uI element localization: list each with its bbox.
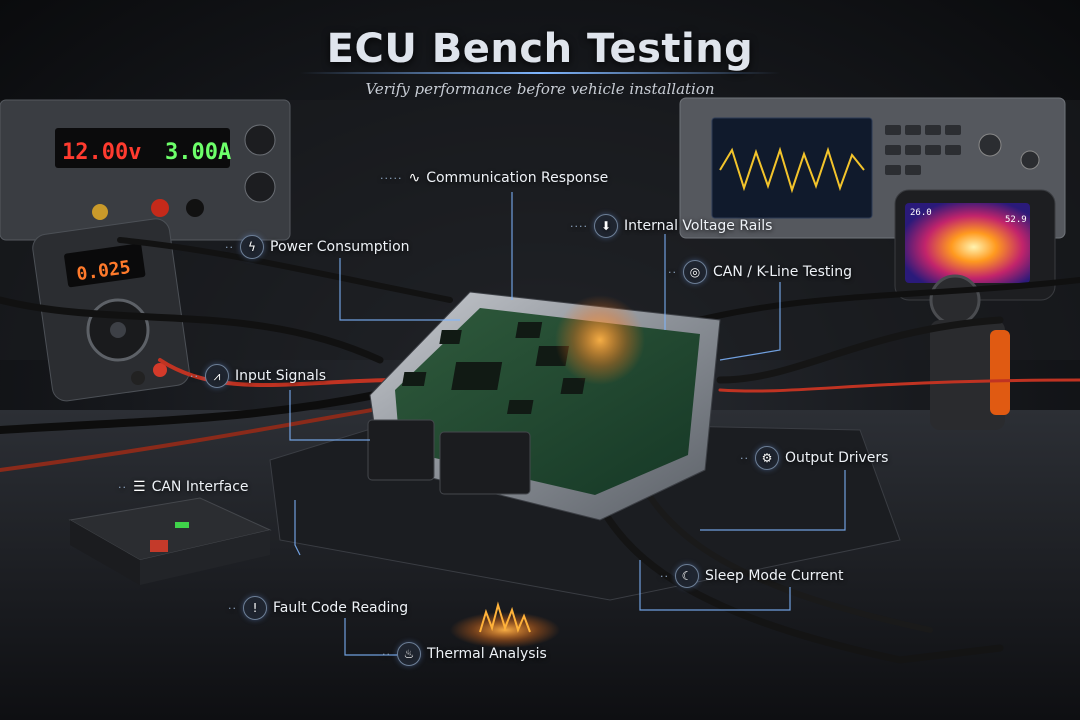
callout-can-interface: ·· ☰ CAN Interface bbox=[118, 479, 249, 495]
callout-label: Thermal Analysis bbox=[427, 646, 547, 662]
callout-communication-response: ····· ∿ Communication Response bbox=[380, 170, 608, 186]
callout-dash: ·· bbox=[228, 601, 237, 615]
target-ring-icon: ◎ bbox=[683, 260, 707, 284]
callout-dash: ·· bbox=[382, 647, 391, 661]
callout-internal-voltage-rails: ···· ⬇ Internal Voltage Rails bbox=[570, 214, 772, 238]
callout-dash: ·· bbox=[190, 369, 199, 383]
callout-sleep-mode-current: ·· ☾ Sleep Mode Current bbox=[660, 564, 844, 588]
callout-dash: ·· bbox=[668, 265, 677, 279]
callout-dash: ····· bbox=[380, 171, 403, 185]
callout-power-consumption: ·· ϟ Power Consumption bbox=[225, 235, 410, 259]
bus-connector-icon: ☰ bbox=[133, 479, 146, 495]
crescent-moon-icon: ☾ bbox=[675, 564, 699, 588]
page-subtitle: Verify performance before vehicle instal… bbox=[365, 80, 715, 98]
callout-dash: ·· bbox=[740, 451, 749, 465]
downward-bolt-shield-icon: ⬇ bbox=[594, 214, 618, 238]
signal-pulse-icon: ⩘ bbox=[205, 364, 229, 388]
callout-thermal-analysis: ·· ♨ Thermal Analysis bbox=[382, 642, 547, 666]
leader-lines bbox=[289, 192, 846, 656]
callout-label: Internal Voltage Rails bbox=[624, 218, 773, 234]
callout-label: Sleep Mode Current bbox=[705, 568, 844, 584]
callout-dash: ···· bbox=[570, 219, 588, 233]
gear-icon: ⚙ bbox=[755, 446, 779, 470]
callout-label: Communication Response bbox=[426, 170, 609, 186]
callout-label: CAN / K-Line Testing bbox=[713, 264, 853, 280]
waveform-icon: ∿ bbox=[408, 170, 421, 186]
power-supply-current-display: 3.00A bbox=[165, 140, 231, 165]
callout-input-signals: ·· ⩘ Input Signals bbox=[190, 364, 326, 388]
bench-hotspot bbox=[450, 601, 560, 648]
flame-icon: ♨ bbox=[397, 642, 421, 666]
callout-output-drivers: ·· ⚙ Output Drivers bbox=[740, 446, 888, 470]
callout-label: Power Consumption bbox=[270, 239, 410, 255]
page-title: ECU Bench Testing bbox=[326, 26, 754, 72]
callout-can-kline-testing: ·· ◎ CAN / K-Line Testing bbox=[668, 260, 852, 284]
thermal-temp-left: 26.0 bbox=[910, 208, 932, 218]
callout-dash: ·· bbox=[225, 240, 234, 254]
callout-label: CAN Interface bbox=[151, 479, 249, 495]
callout-label: Fault Code Reading bbox=[273, 600, 409, 616]
callout-dash: ·· bbox=[118, 480, 127, 494]
thermal-camera bbox=[894, 189, 1056, 430]
exclamation-icon: ! bbox=[243, 596, 267, 620]
callout-label: Input Signals bbox=[235, 368, 326, 384]
ecu-unit bbox=[367, 291, 721, 521]
thermal-temp-right: 52.9 bbox=[1005, 215, 1027, 225]
lightning-bolt-icon: ϟ bbox=[240, 235, 264, 259]
title-divider bbox=[300, 72, 780, 74]
callout-dash: ·· bbox=[660, 569, 669, 583]
bench-power-supply bbox=[0, 99, 291, 241]
power-supply-voltage-display: 12.00v bbox=[62, 140, 141, 165]
callout-label: Output Drivers bbox=[785, 450, 889, 466]
callout-fault-code-reading: ·· ! Fault Code Reading bbox=[228, 596, 408, 620]
can-interface-box bbox=[68, 497, 272, 585]
